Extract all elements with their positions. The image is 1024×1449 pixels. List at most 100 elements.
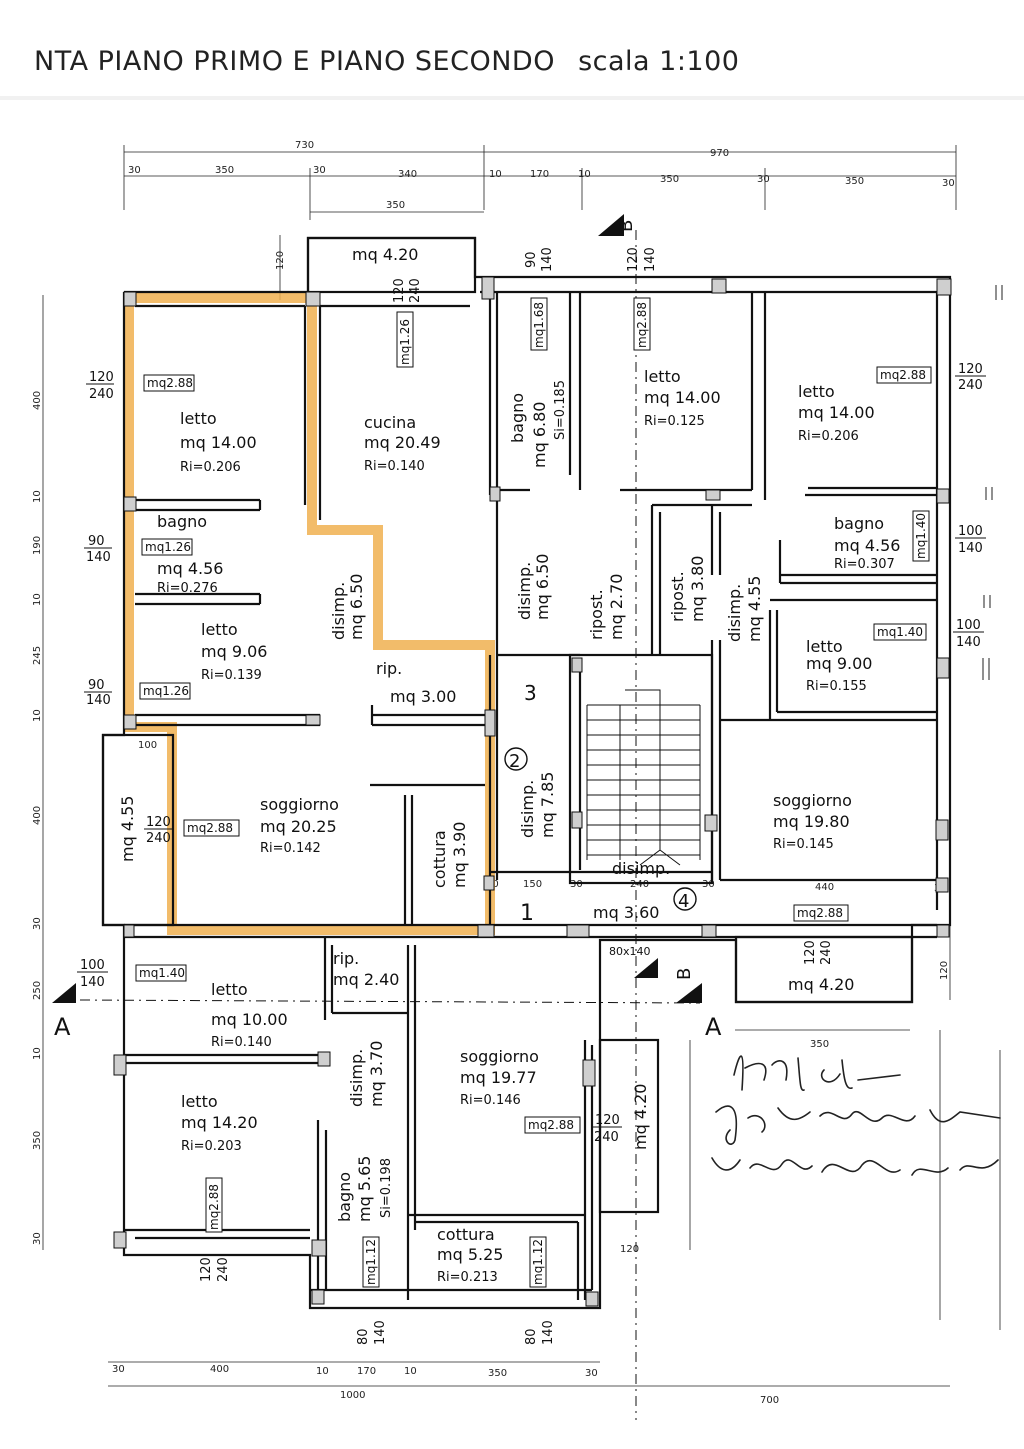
rot-room-name: ripost. xyxy=(668,571,687,622)
axis-marker-4-circle xyxy=(673,887,697,911)
dim-440: 440 xyxy=(815,882,834,893)
room-ri: Ri=0.140 xyxy=(364,459,425,474)
window-height: 240 xyxy=(819,940,834,965)
axis-marker-1: 1 xyxy=(520,901,534,926)
window-area: mq1.40 xyxy=(139,966,185,980)
section-b-bottom-letter: B xyxy=(674,968,695,980)
window-height: 240 xyxy=(89,387,114,402)
dim-100: 100 xyxy=(138,740,157,751)
window-height: 240 xyxy=(958,378,983,393)
room-ri: Ri=0.140 xyxy=(211,1035,272,1050)
structural-pillars xyxy=(113,276,952,1307)
window-height: 240 xyxy=(594,1130,619,1145)
rot-room-name: disimp. xyxy=(329,582,348,640)
room-ri: Ri=0.145 xyxy=(773,837,834,852)
room-area: mq 14.00 xyxy=(180,433,257,452)
rot-room-area: mq 5.65 xyxy=(355,1156,374,1222)
room-area: mq 14.20 xyxy=(181,1113,258,1132)
dim-bottom-700: 700 xyxy=(760,1395,779,1406)
room-name: letto xyxy=(211,980,248,999)
section-lines xyxy=(79,230,701,1420)
room-area: mq 20.49 xyxy=(364,433,441,452)
title-divider xyxy=(0,96,1024,100)
rot-room-name: ripost. xyxy=(587,589,606,640)
dim-bottom-1000: 1000 xyxy=(340,1390,365,1401)
room-area: mq 4.56 xyxy=(157,559,223,578)
room-name: rip. xyxy=(333,949,359,968)
room-ri: Ri=0.206 xyxy=(798,429,859,444)
window-area: mq2.88 xyxy=(880,368,926,382)
dim-top-10b: 10 xyxy=(578,169,591,180)
walls xyxy=(101,236,952,1310)
window-width: 100 xyxy=(958,524,983,539)
section-a-left-letter: A xyxy=(54,1013,71,1041)
room-ri: Ri=0.142 xyxy=(260,841,321,856)
room-name: letto xyxy=(180,409,217,428)
dim-bottom-350: 350 xyxy=(488,1368,507,1379)
dimension-lines xyxy=(42,145,1001,1387)
section-b-bottom-arrow xyxy=(634,958,658,978)
dim-bottom-170: 170 xyxy=(357,1366,376,1377)
window-width: 120 xyxy=(626,247,641,272)
dim-left-10a: 10 xyxy=(32,490,43,503)
window-width: 80 xyxy=(524,1328,539,1345)
axis-markers: 1 2 3 4 xyxy=(504,681,697,926)
rotated-room-labels: disimp. mq 6.50 disimp. mq 6.50 ripost. … xyxy=(118,554,764,1222)
page-title: NTA PIANO PRIMO E PIANO SECONDO scala 1:… xyxy=(34,46,739,77)
window-height: 140 xyxy=(540,247,555,272)
rot-room-name: disimp. xyxy=(515,562,534,620)
room-area: mq 2.40 xyxy=(333,970,399,989)
room-area: mq 10.00 xyxy=(211,1010,288,1029)
dim-top-10a: 10 xyxy=(489,169,502,180)
window-area: mq2.88 xyxy=(797,906,843,920)
window-area: mq1.40 xyxy=(914,513,928,559)
dim-left-400a: 400 xyxy=(32,391,43,410)
balcony-area-rotated: mq 4.55 xyxy=(118,796,137,862)
dim-bottom-10a: 10 xyxy=(316,1366,329,1377)
dim-top-350c: 350 xyxy=(845,176,864,187)
dim-top-30b: 30 xyxy=(313,165,326,176)
window-height: 140 xyxy=(956,635,981,650)
rot-room-area: mq 4.55 xyxy=(745,576,764,642)
axis-marker-2-circle xyxy=(504,747,528,771)
dim-bottom-30a: 30 xyxy=(112,1364,125,1375)
room-name: soggiorno xyxy=(260,795,339,814)
rot-room-name: bagno xyxy=(335,1172,354,1222)
window-width: 100 xyxy=(956,618,981,633)
window-size-80x140: 80x140 xyxy=(609,945,651,958)
room-area: mq 3.00 xyxy=(390,687,456,706)
room-labels: letto mq 14.00 Ri=0.206 cucina mq 20.49 … xyxy=(157,245,900,1285)
room-ri: Si=0.185 xyxy=(553,380,568,440)
room-name: rip. xyxy=(376,659,402,678)
dim-120-bottom: 120 xyxy=(620,1244,639,1255)
room-area: mq 9.06 xyxy=(201,642,267,661)
balcony-area: mq 4.20 xyxy=(788,975,854,994)
rot-room-name: disimp. xyxy=(518,780,537,838)
window-height: 240 xyxy=(216,1257,231,1282)
rot-room-area: mq 6.50 xyxy=(347,574,366,640)
window-area: mq2.88 xyxy=(635,302,649,348)
highlighted-unit-outline xyxy=(124,293,495,935)
room-ri: Ri=0.139 xyxy=(201,668,262,683)
axis-marker-2: 2 xyxy=(509,751,520,772)
dim-left-245: 245 xyxy=(32,646,43,665)
rot-room-area: mq 2.70 xyxy=(607,574,626,640)
dim-left-30a: 30 xyxy=(32,917,43,930)
window-width: 120 xyxy=(595,1113,620,1128)
dim-left-10c: 10 xyxy=(32,709,43,722)
dim-left-10b: 10 xyxy=(32,593,43,606)
disimp-label: disimp. xyxy=(612,859,670,878)
dim-balcony-350: 350 xyxy=(810,1039,829,1050)
window-area: mq1.26 xyxy=(145,540,191,554)
room-name: letto xyxy=(806,637,843,656)
window-area: mq1.12 xyxy=(364,1239,378,1285)
room-area: mq 14.00 xyxy=(798,403,875,422)
dim-150: 150 xyxy=(523,879,542,890)
room-ri: Ri=0.125 xyxy=(644,414,705,429)
dim-30-stair-b: 30 xyxy=(570,879,583,890)
dim-bottom-400: 400 xyxy=(210,1364,229,1375)
dim-left-10d: 10 xyxy=(32,1047,43,1060)
window-height: 140 xyxy=(80,975,105,990)
room-area: mq 19.77 xyxy=(460,1068,537,1087)
room-ri: Ri=0.155 xyxy=(806,679,867,694)
